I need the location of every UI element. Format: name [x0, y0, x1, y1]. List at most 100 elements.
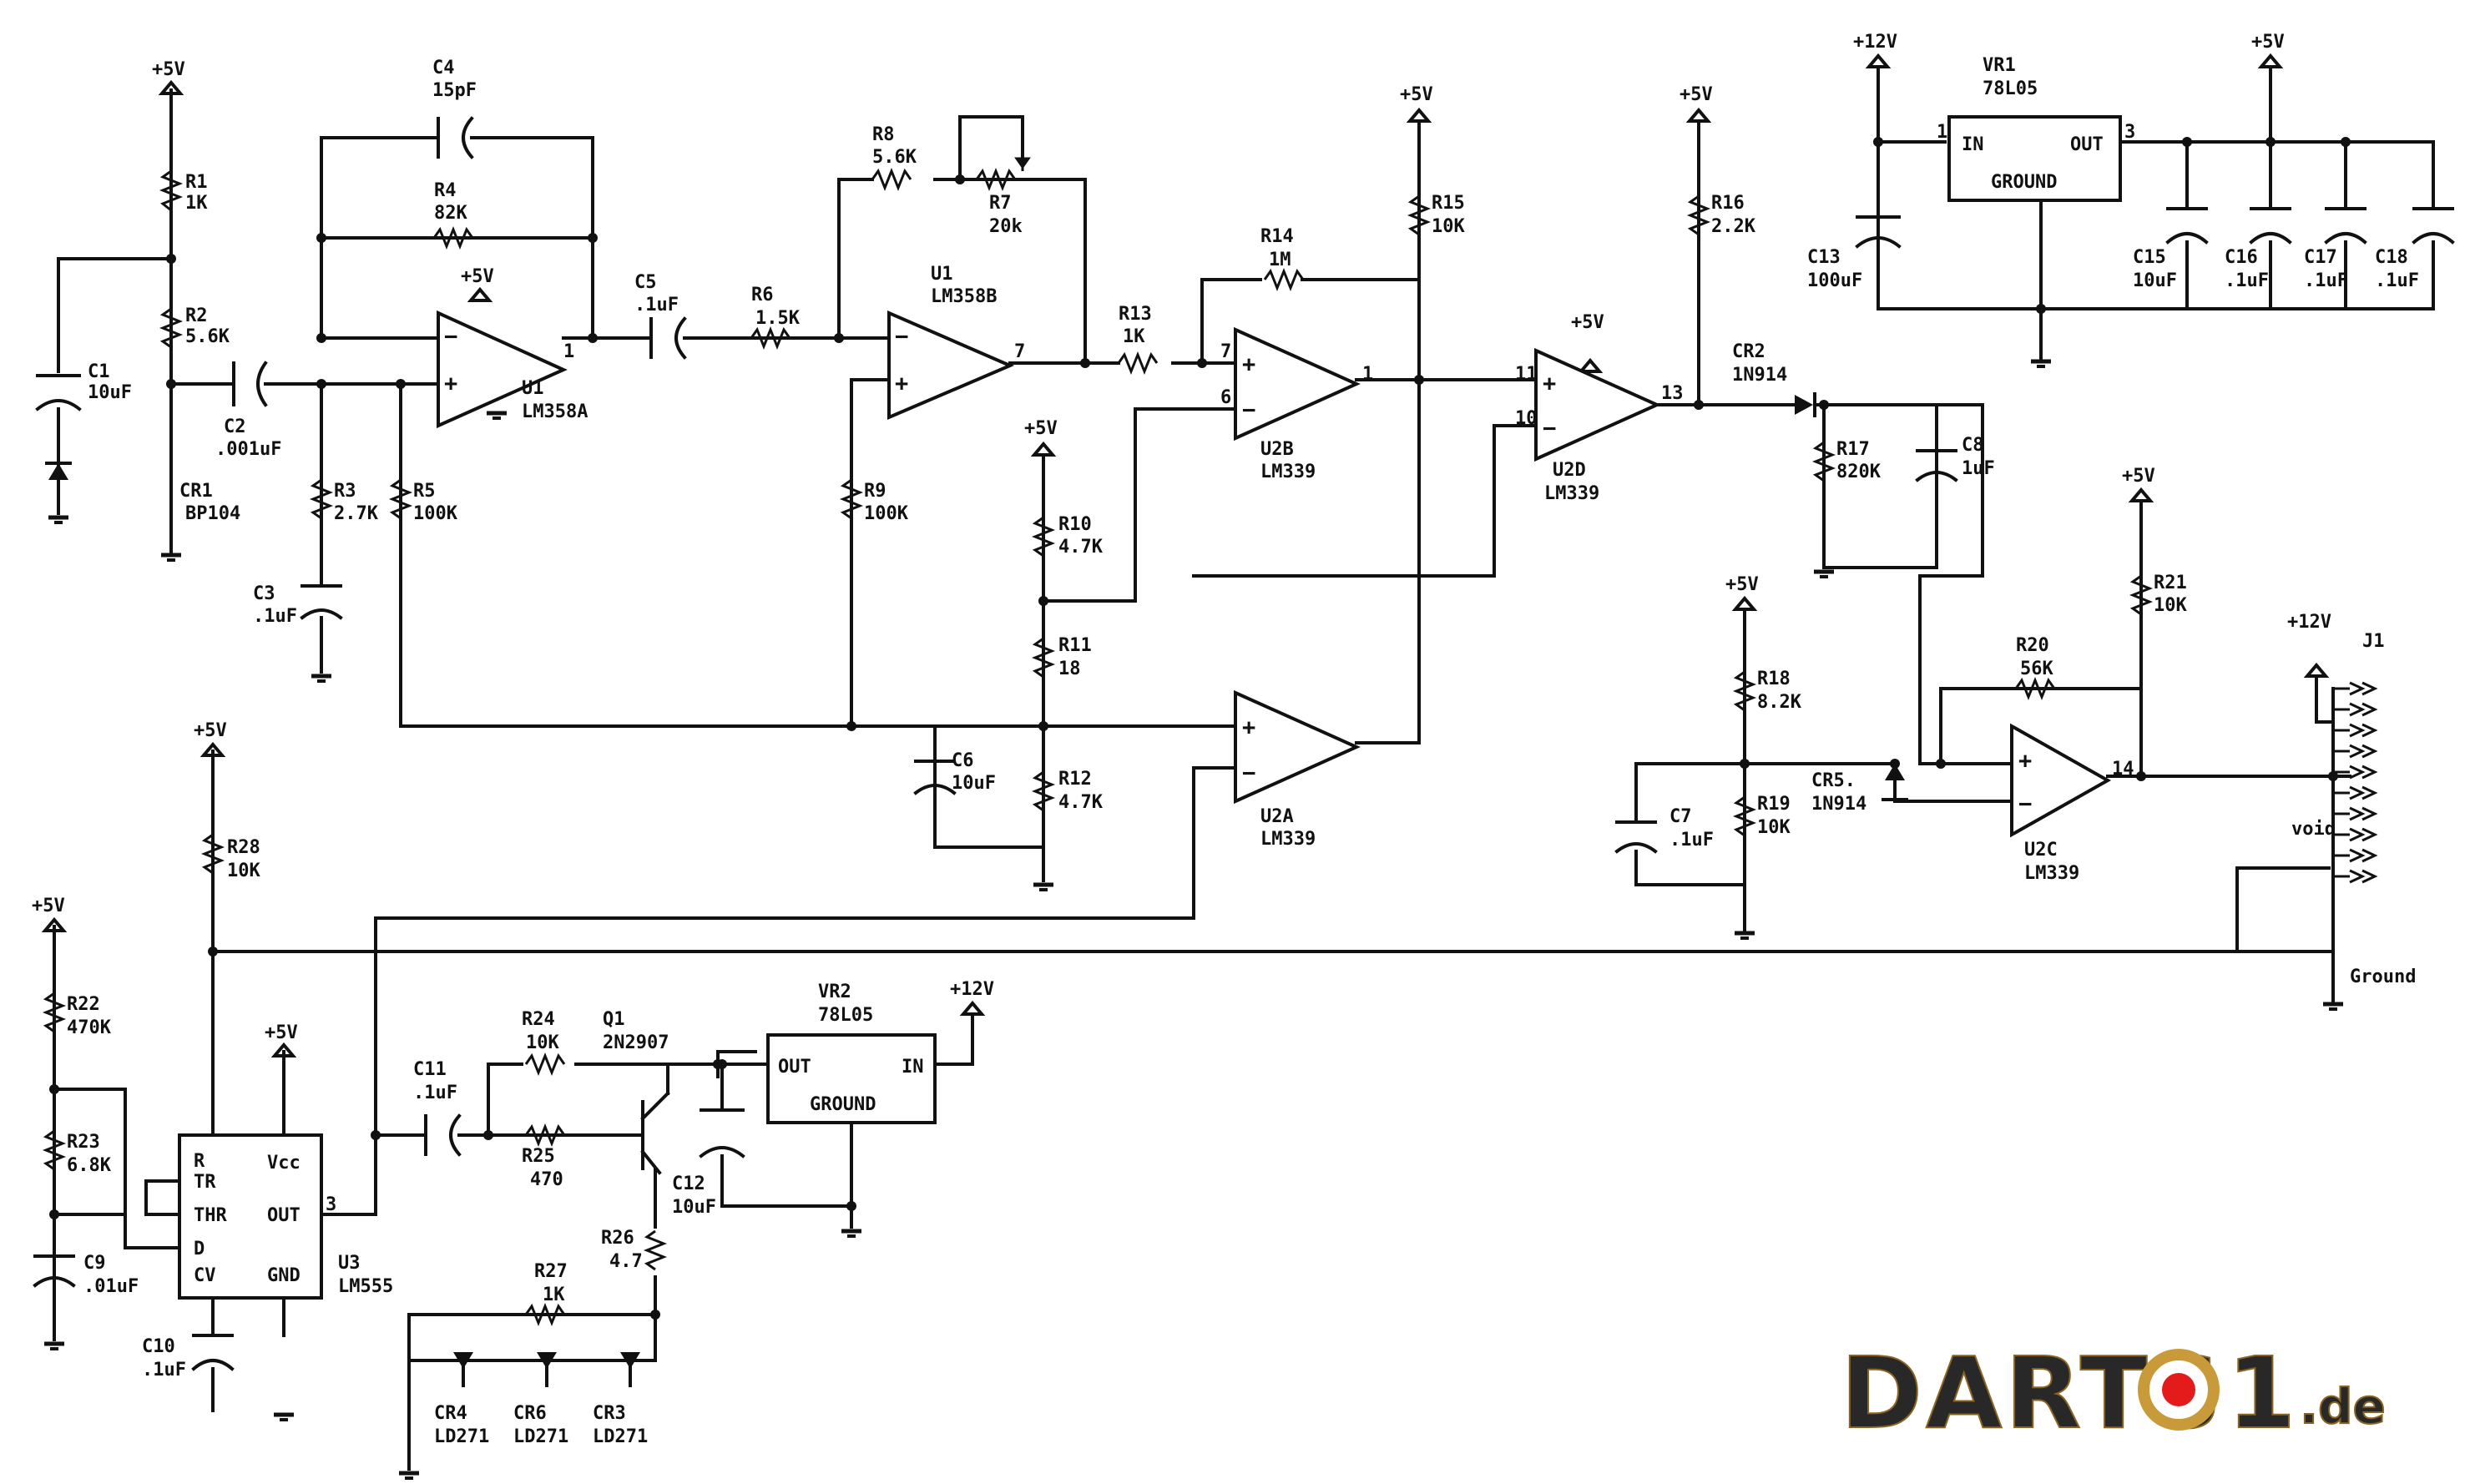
resistor-r12	[1031, 770, 1056, 812]
comparator-u2a	[1234, 689, 1361, 805]
svg-text:13: 13	[1661, 383, 1684, 404]
svg-text:C12: C12	[672, 1174, 705, 1194]
watermark-text: .de	[2300, 1378, 2386, 1435]
resistor-r26	[643, 1229, 668, 1271]
svg-text:LM339: LM339	[1260, 829, 1316, 850]
svg-text:82K: 82K	[434, 203, 467, 224]
svg-text:5.6K: 5.6K	[185, 326, 230, 347]
ground-label: Ground	[2350, 967, 2416, 987]
svg-text:100uF: 100uF	[1807, 270, 1862, 291]
svg-text:+: +	[444, 371, 457, 396]
svg-text:+: +	[1242, 714, 1255, 740]
svg-text:GROUND: GROUND	[1991, 172, 2057, 193]
svg-text:C5: C5	[634, 272, 657, 293]
svg-text:10uF: 10uF	[672, 1197, 716, 1218]
svg-text:10: 10	[1515, 408, 1538, 429]
svg-text:1N914: 1N914	[1732, 365, 1787, 386]
comparator-u2b	[1234, 326, 1361, 442]
svg-text:8.2K: 8.2K	[1757, 692, 1802, 713]
svg-text:R21: R21	[2154, 573, 2187, 593]
svg-text:100K: 100K	[413, 503, 458, 524]
svg-text:5.6K: 5.6K	[872, 147, 917, 168]
svg-text:R17: R17	[1836, 439, 1870, 460]
svg-text:18: 18	[1058, 659, 1081, 679]
resistor-r16	[1686, 194, 1711, 236]
svg-text:C11: C11	[413, 1059, 447, 1080]
svg-text:3: 3	[326, 1194, 336, 1215]
svg-text:10uF: 10uF	[2133, 270, 2177, 291]
svg-text:.001uF: .001uF	[215, 439, 281, 460]
svg-text:LD271: LD271	[513, 1426, 568, 1447]
svg-text:THR: THR	[194, 1205, 227, 1226]
svg-text:R18: R18	[1757, 669, 1791, 689]
svg-text:20k: 20k	[989, 216, 1023, 237]
ic-blocks: IN OUT GROUND 1 3 OUT IN GROUND R TR THR…	[178, 115, 2135, 1300]
svg-text:D: D	[194, 1239, 205, 1259]
svg-text:CR2: CR2	[1732, 341, 1765, 362]
rail-label: +5V	[152, 59, 185, 80]
svg-text:VR2: VR2	[818, 982, 851, 1002]
svg-text:470: 470	[530, 1169, 563, 1190]
svg-text:U3: U3	[338, 1253, 361, 1274]
svg-text:7: 7	[1220, 341, 1231, 362]
svg-text:10uF: 10uF	[88, 382, 132, 403]
svg-text:6.8K: 6.8K	[67, 1155, 112, 1176]
svg-text:.1uF: .1uF	[413, 1083, 457, 1103]
svg-text:CR5.: CR5.	[1811, 770, 1856, 791]
svg-text:.1uF: .1uF	[2225, 270, 2269, 291]
svg-text:10uF: 10uF	[952, 773, 996, 794]
resistor-r9	[839, 478, 864, 520]
svg-text:C8: C8	[1962, 435, 1984, 456]
rail-label: +5V	[461, 266, 494, 287]
rail-label: +12V	[1853, 32, 1897, 53]
svg-text:R12: R12	[1058, 769, 1092, 790]
svg-text:R25: R25	[522, 1146, 555, 1167]
opamp-u1a	[437, 310, 568, 429]
rail-label: +5V	[1571, 312, 1604, 333]
svg-text:R20: R20	[2016, 635, 2049, 656]
wiring	[53, 65, 2435, 1471]
svg-text:C2: C2	[224, 416, 246, 437]
resistor-r13	[1117, 351, 1159, 376]
svg-text:C17: C17	[2304, 247, 2337, 268]
svg-text:C6: C6	[952, 750, 974, 771]
resistor-r25	[524, 1123, 566, 1148]
resistor-r5	[388, 478, 413, 520]
svg-text:U1: U1	[931, 264, 953, 285]
svg-text:C16: C16	[2225, 247, 2258, 268]
svg-text:4.7K: 4.7K	[1058, 537, 1104, 558]
resistor-r4	[432, 225, 474, 250]
svg-text:LM555: LM555	[338, 1276, 393, 1297]
resistor-r15	[1407, 194, 1432, 236]
svg-text:U2B: U2B	[1260, 439, 1294, 460]
svg-text:C1: C1	[88, 361, 110, 382]
resistor-r1	[159, 169, 184, 212]
resistor-r22	[42, 992, 67, 1033]
svg-text:.1uF: .1uF	[634, 295, 679, 315]
svg-text:R22: R22	[67, 994, 100, 1015]
svg-text:R4: R4	[434, 180, 457, 201]
svg-text:LD271: LD271	[434, 1426, 489, 1447]
resistor-r18	[1732, 670, 1757, 712]
svg-text:R11: R11	[1058, 635, 1092, 656]
svg-text:R23: R23	[67, 1132, 100, 1153]
resistor-r21	[2129, 574, 2154, 616]
svg-text:3: 3	[2124, 122, 2135, 143]
svg-text:4.7: 4.7	[609, 1251, 643, 1272]
svg-text:R27: R27	[534, 1261, 568, 1282]
svg-text:R7: R7	[989, 193, 1012, 214]
svg-text:LM339: LM339	[2024, 863, 2079, 884]
svg-text:U2A: U2A	[1260, 806, 1294, 827]
junction-dots	[49, 137, 2351, 1320]
svg-text:.1uF: .1uF	[2375, 270, 2419, 291]
svg-text:−: −	[1543, 416, 1556, 442]
svg-text:11: 11	[1515, 364, 1538, 385]
svg-text:.1uF: .1uF	[142, 1360, 186, 1381]
svg-text:U1: U1	[522, 378, 544, 399]
resistor-r24	[524, 1052, 566, 1077]
svg-text:CR1: CR1	[179, 481, 213, 502]
svg-text:LM339: LM339	[1260, 462, 1316, 482]
svg-text:−: −	[444, 324, 457, 350]
rail-label: +5V	[194, 720, 227, 741]
svg-text:GROUND: GROUND	[810, 1094, 876, 1115]
